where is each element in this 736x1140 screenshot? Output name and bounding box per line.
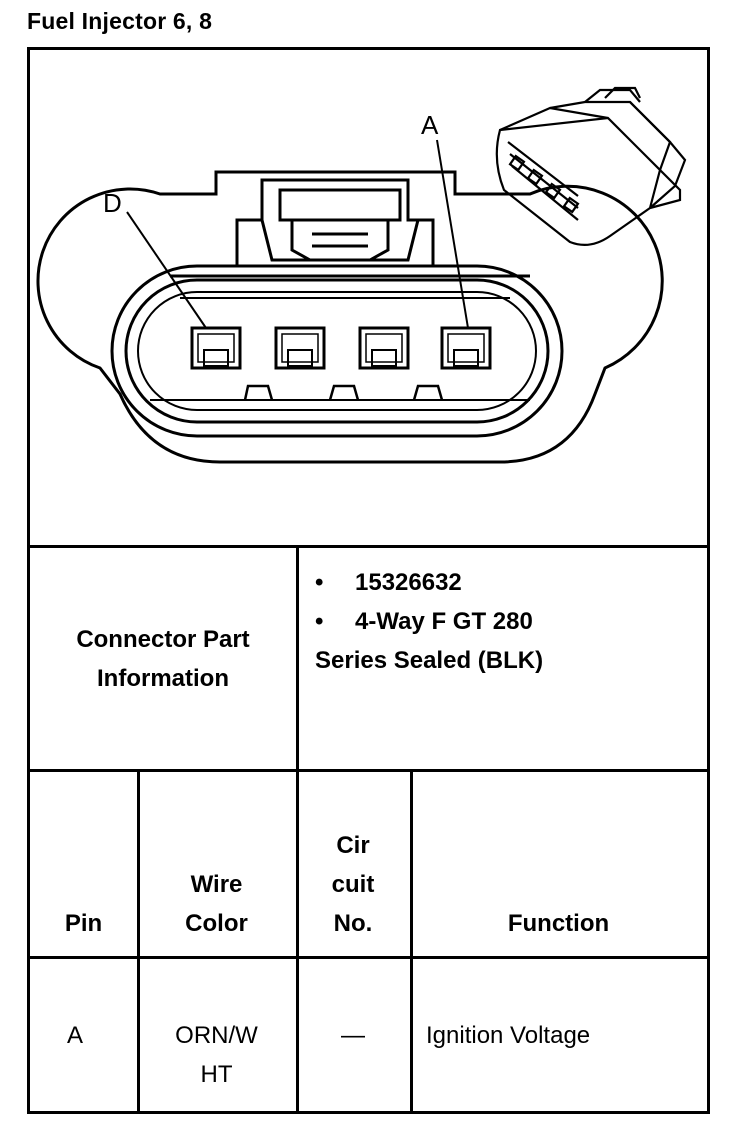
connector-ring-inner xyxy=(137,291,537,411)
header-circuit-number: Cir cuit No. xyxy=(331,832,375,937)
latch-icon xyxy=(235,178,435,266)
connector-ring-outer xyxy=(110,264,564,438)
header-pin: Pin xyxy=(64,910,103,937)
connector-description-line2: Series Sealed (BLK) xyxy=(315,647,544,674)
connector-info-label: Connector Part Information xyxy=(30,620,296,698)
pin-cavity-c xyxy=(274,326,326,370)
pin-cavity-d xyxy=(190,326,242,370)
page-title: Fuel Injector 6, 8 xyxy=(27,8,213,34)
header-function: Function xyxy=(507,910,610,937)
leader-line-d xyxy=(126,211,207,329)
bullet: • xyxy=(315,569,324,596)
connector-diagram: D A xyxy=(36,86,687,464)
connector-thumbnail-icon xyxy=(495,86,687,247)
pin-cavity-a xyxy=(440,326,492,370)
connector-card: D A Connector Part Information • 1532663… xyxy=(27,47,710,1114)
connector-description-line1: 4-Way F GT 280 xyxy=(355,608,533,635)
connector-info-label-line2: Information xyxy=(97,665,229,692)
divider-circuit-column xyxy=(410,769,413,1111)
leader-line-a xyxy=(436,139,469,329)
connector-info-details: • 15326632 • 4-Way F GT 280 Series Seale… xyxy=(315,563,695,680)
connector-ring-middle xyxy=(124,278,550,424)
row-pin: A xyxy=(66,1022,83,1049)
row-circuit-number: — xyxy=(341,1022,365,1049)
connector-info-label-line1: Connector Part xyxy=(76,626,250,653)
divider-info-column xyxy=(296,545,299,959)
header-wire-color: Wire Color xyxy=(185,871,248,937)
row-function: Ignition Voltage xyxy=(426,1022,591,1049)
pin-label-d: D xyxy=(103,188,122,218)
pin-cavity-b xyxy=(358,326,410,370)
divider-header xyxy=(30,956,707,959)
row-wire-color: ORN/W HT xyxy=(175,1022,258,1088)
bullet: • xyxy=(315,608,324,635)
part-number: 15326632 xyxy=(355,569,462,596)
divider-pin-column xyxy=(137,769,140,1111)
connector-housing xyxy=(36,170,664,464)
pin-label-a: A xyxy=(421,110,439,140)
divider-info xyxy=(30,769,707,772)
divider-diagram xyxy=(30,545,707,548)
divider-wire-column xyxy=(296,956,299,1111)
